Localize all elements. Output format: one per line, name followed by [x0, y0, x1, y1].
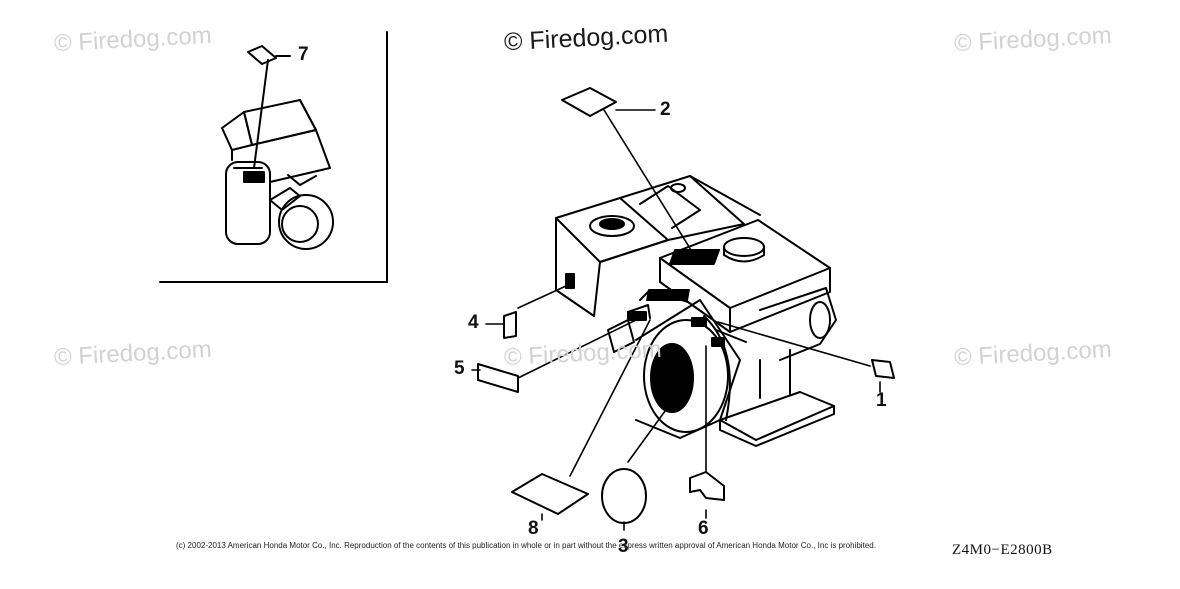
callout-3: 3: [618, 536, 629, 557]
inset-frame: [159, 31, 388, 283]
label-part-3: [601, 468, 647, 524]
callout-8: 8: [528, 518, 539, 539]
label-part-4: [503, 311, 517, 339]
callout-7: 7: [298, 44, 309, 65]
label-part-8: [511, 473, 589, 515]
diagram-code: Z4M0−E2800B: [952, 542, 1053, 558]
callout-6: 6: [698, 518, 709, 539]
inset-air-cleaner-drawing: [221, 45, 334, 250]
copyright-notice: (c) 2002-2013 American Honda Motor Co., …: [176, 541, 876, 550]
callout-2: 2: [660, 99, 671, 120]
engine-drawing: [555, 175, 837, 447]
callout-1: 1: [876, 390, 887, 411]
label-parts: [477, 87, 895, 524]
label-part-6: [689, 471, 725, 501]
callout-5: 5: [454, 358, 465, 379]
callout-4: 4: [468, 312, 479, 333]
label-part-1: [871, 359, 895, 379]
label-part-5: [477, 363, 519, 393]
leader-lines: [471, 109, 881, 531]
label-part-2: [561, 87, 617, 117]
